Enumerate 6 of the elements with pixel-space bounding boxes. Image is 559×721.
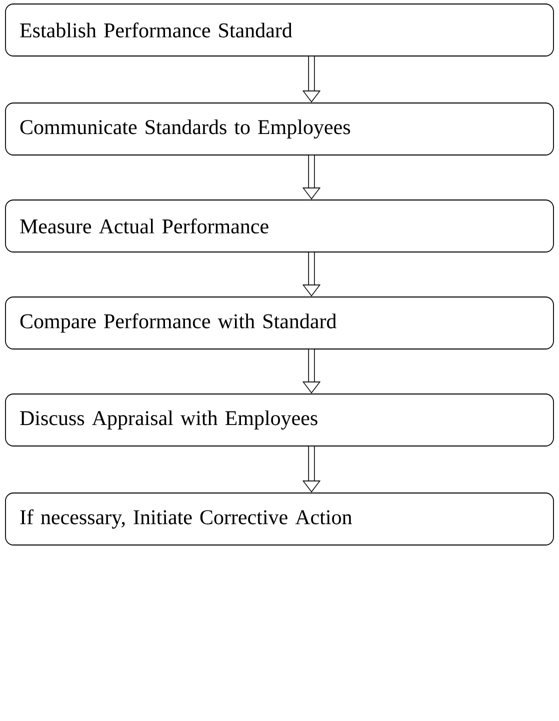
process-box: Communicate Standards to Employees — [5, 102, 554, 156]
process-box: Compare Performance with Standard — [5, 296, 554, 350]
process-box: Establish Performance Standard — [5, 4, 554, 56]
process-box: Discuss Appraisal with Employees — [5, 394, 554, 446]
process-box: If necessary, Initiate Corrective Action — [5, 492, 554, 546]
process-box: Measure Actual Performance — [5, 200, 554, 252]
